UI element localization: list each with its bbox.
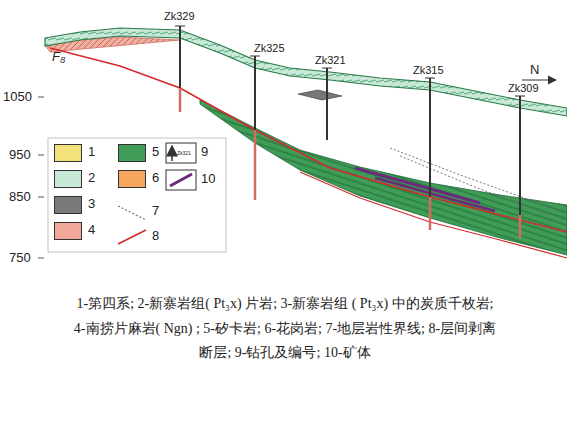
- drillhole-id: Zk329: [164, 10, 195, 22]
- drillhole-id: Zk309: [508, 82, 539, 94]
- legend-swatch: [54, 222, 82, 240]
- legend-swatch: [118, 170, 146, 188]
- legend-sample-text: Zk321: [177, 151, 191, 157]
- legend-number: 7: [152, 204, 159, 218]
- axis-value: 850: [9, 190, 31, 204]
- axis-value: 1050: [3, 90, 32, 104]
- legend-swatch: [54, 144, 82, 162]
- legend-number: 9: [201, 145, 208, 159]
- fault-name: F₈: [52, 50, 65, 64]
- legend-number: 10: [201, 172, 215, 186]
- legend-number: 2: [88, 171, 95, 185]
- caption-text: 1-第四系; 2-新寨岩组( Pt₃x) 片岩; 3-新寨岩组 ( Pt₃x) …: [74, 296, 496, 360]
- legend-swatch: [118, 144, 146, 162]
- legend-number: 5: [152, 145, 159, 159]
- legend-number: 4: [88, 223, 95, 237]
- legend-swatch: [54, 196, 82, 214]
- legend-number: 8: [152, 229, 159, 243]
- north-mark: N: [530, 63, 539, 77]
- axis-value: 750: [9, 251, 31, 265]
- legend-number: 3: [88, 197, 95, 211]
- drillhole-id: Zk315: [413, 64, 444, 76]
- legend-number: 6: [152, 171, 159, 185]
- axis-value: 950: [9, 148, 31, 162]
- legend-number: 1: [88, 145, 95, 159]
- drillhole-id: Zk325: [254, 42, 285, 54]
- legend-swatch: [54, 170, 82, 188]
- drillhole-id: Zk321: [315, 54, 346, 66]
- figure-caption: 1-第四系; 2-新寨岩组( Pt₃x) 片岩; 3-新寨岩组 ( Pt₃x) …: [70, 292, 500, 366]
